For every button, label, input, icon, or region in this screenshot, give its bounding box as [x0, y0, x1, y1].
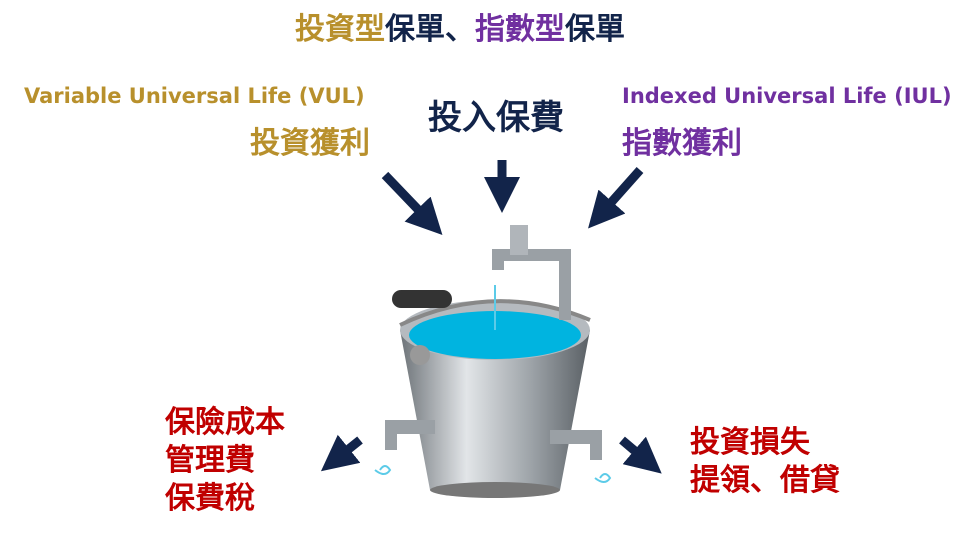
withdrawal-loan: 提領、借貸: [690, 463, 840, 498]
vul-gain: 投資獲利: [250, 126, 370, 161]
left-outflow-list: 保險成本 管理費 保費稅: [165, 404, 285, 518]
arrow-down-left-icon: [381, 171, 443, 236]
title-policy-1: 保單、: [385, 12, 475, 47]
right-outflow-list: 投資損失 提領、借貸: [690, 424, 840, 500]
arrow-down-right-icon: [588, 167, 644, 229]
title-policy-2: 保單: [565, 12, 625, 47]
title-investment: 投資型: [295, 12, 385, 47]
iul-label: Indexed Universal Life (IUL): [622, 84, 952, 108]
vul-label: Variable Universal Life (VUL): [24, 84, 365, 108]
arrow-out-left-icon: [320, 434, 363, 472]
premium-tax: 保費稅: [165, 481, 255, 516]
faucet-left-icon: [374, 420, 435, 475]
title-indexed: 指數型: [475, 12, 565, 47]
bucket-icon: [392, 290, 591, 498]
arrow-out-right-icon: [619, 436, 662, 474]
iul-gain: 指數獲利: [622, 126, 742, 161]
faucet-top-icon: [492, 225, 571, 330]
management-fee: 管理費: [165, 443, 255, 478]
page-title: 投資型保單、指數型保單: [295, 4, 625, 48]
premium-input-label: 投入保費: [428, 98, 564, 138]
investment-loss: 投資損失: [690, 425, 810, 460]
faucet-right-icon: [550, 430, 612, 483]
cost-of-insurance: 保險成本: [165, 405, 285, 440]
